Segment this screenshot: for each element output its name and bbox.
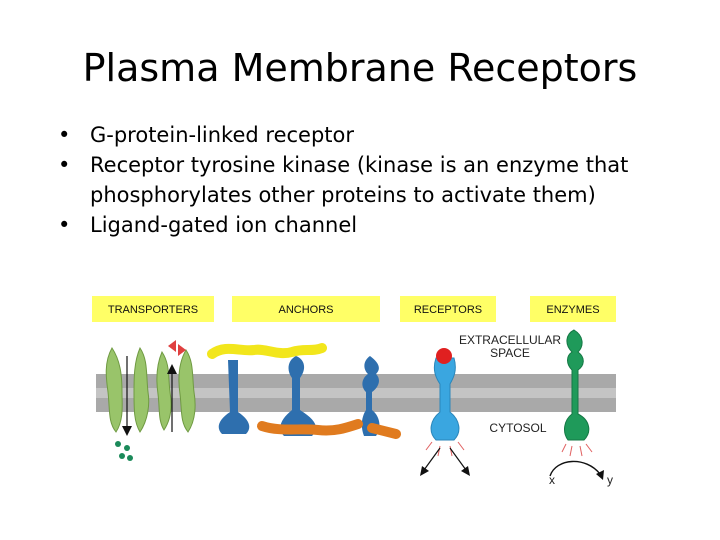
label-anchors: ANCHORS xyxy=(278,304,333,316)
bullet-text: G-protein-linked receptor xyxy=(90,123,354,147)
slide-title: Plasma Membrane Receptors xyxy=(82,46,638,90)
orange-cytoskeleton-fiber xyxy=(367,423,401,439)
label-box-anchors xyxy=(232,296,380,322)
bullet-list: • G-protein-linked receptor • Receptor tyr… xyxy=(58,120,698,240)
arrowhead-down xyxy=(122,426,132,436)
label-box-receptors xyxy=(400,296,496,322)
label-enzymes: ENZYMES xyxy=(546,304,599,316)
receptor-protein xyxy=(430,357,460,441)
label-transporters: TRANSPORTERS xyxy=(108,304,198,316)
signal-arrow xyxy=(423,447,441,471)
green-solute-dot xyxy=(115,441,121,447)
arrowhead xyxy=(420,466,429,476)
bullet-dot: • xyxy=(58,153,71,177)
green-solute-dot xyxy=(127,455,133,461)
arrowhead-up xyxy=(167,364,177,374)
activation-burst xyxy=(425,441,465,457)
label-box-enzymes xyxy=(530,296,616,322)
bullet-dot: • xyxy=(58,213,71,237)
activation-burst xyxy=(561,443,593,457)
membrane-core xyxy=(96,388,616,398)
bullet-text: Receptor tyrosine kinase (kinase is an e… xyxy=(90,153,629,207)
enzyme-protein xyxy=(564,329,590,441)
product-y-label: y xyxy=(607,473,613,487)
label-receptors: RECEPTORS xyxy=(414,304,482,316)
yellow-extracellular-fiber xyxy=(207,343,327,359)
red-solute-triangle xyxy=(168,340,176,352)
label-cytosol: CYTOSOL xyxy=(489,421,546,435)
label-extracellular-line1: EXTRACELLULAR xyxy=(459,333,561,347)
reaction-arrow xyxy=(549,460,601,477)
signal-arrow xyxy=(449,447,467,471)
orange-cytoskeleton-fiber xyxy=(257,419,363,436)
green-solute-dot xyxy=(124,445,130,451)
transporter-protein xyxy=(105,346,196,433)
label-box-transporters xyxy=(92,296,214,322)
ligand-signal-molecule xyxy=(436,348,452,364)
bullet-item: • Receptor tyrosine kinase (kinase is an … xyxy=(58,150,698,210)
bullet-dot: • xyxy=(58,123,71,147)
red-solute-triangle xyxy=(178,344,186,356)
anchor-protein xyxy=(218,356,380,436)
bullet-text: Ligand-gated ion channel xyxy=(90,213,358,237)
label-extracellular-line2: SPACE xyxy=(490,346,530,360)
green-solute-dot xyxy=(119,453,125,459)
arrowhead xyxy=(596,470,604,480)
bullet-item: • G-protein-linked receptor xyxy=(58,120,698,150)
substrate-x-label: x xyxy=(549,473,555,487)
bullet-item: • Ligand-gated ion channel xyxy=(58,210,698,240)
arrowhead xyxy=(461,466,470,476)
